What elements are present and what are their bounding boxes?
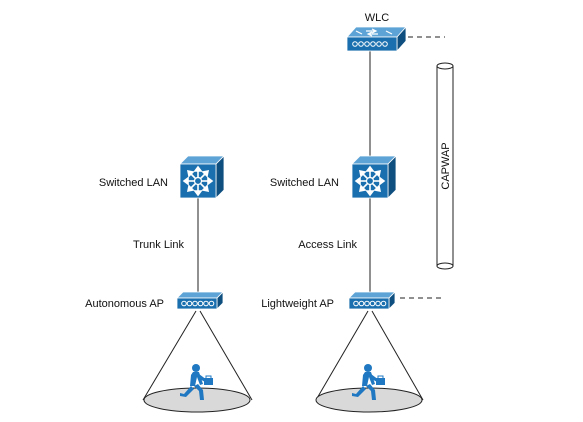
wlc-label: WLC (365, 12, 390, 24)
capwap-label: CAPWAP (440, 142, 452, 189)
trunk-link-label: Trunk Link (133, 239, 184, 251)
capwap-tunnel (436, 62, 454, 270)
wlc-icon (346, 25, 407, 53)
coverage-cone-left (142, 310, 253, 413)
coverage-cone-right (315, 310, 424, 413)
autonomous-ap-label: Autonomous AP (85, 298, 164, 310)
access-link-label: Access Link (298, 239, 357, 251)
lightweight-ap-label: Lightweight AP (261, 298, 334, 310)
switch-left-icon (179, 155, 225, 199)
switched-lan-right-label: Switched LAN (270, 177, 339, 189)
switch-right-icon (351, 155, 397, 199)
lightweight-ap-icon (348, 291, 396, 310)
autonomous-ap-icon (176, 291, 224, 310)
switched-lan-left-label: Switched LAN (99, 177, 168, 189)
